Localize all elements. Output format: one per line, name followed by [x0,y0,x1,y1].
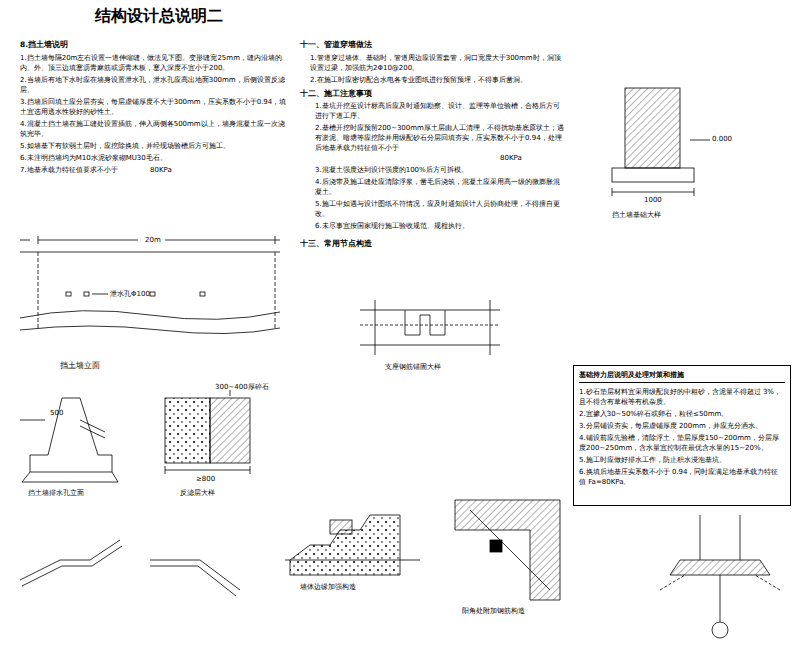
note-text: 4.后浇带及施工缝处应清除浮浆，凿毛后浇筑，混凝土应采用高一级的微膨胀混凝土。 [315,177,565,197]
note-text: 反滤层大样 [180,488,215,498]
note-text: 80KPa [500,153,522,163]
sheet-title: 结构设计总说明二 [95,6,223,26]
note-text: 十三、常用节点构造 [300,239,372,249]
note-text: 挡土墙排水孔立面 [28,488,84,498]
note-text: 5.如墙基下有软弱土层时，应挖除换填，并经现场验槽后方可施工。 [20,141,290,151]
note-text: 3.混凝土强度达到设计强度的100%后方可拆模。 [315,165,565,175]
note-text: 1.挡土墙每隔20m左右设置一道伸缩缝，做法见下图。变形缝宽25mm，缝内沿墙的… [20,53,290,73]
note-text: 阳角处附加钢筋构造 [462,606,525,616]
note-text: 挡土墙基础大样 [612,210,661,220]
note-table-box: 基础持力层说明及处理对策和措施 1.砂石垫层材料宜采用级配良好的中粗砂，含泥量不得… [573,365,791,506]
note-text: 1000 [644,195,662,205]
note-text: 6.未尽事宜按国家现行施工验收规范、规程执行。 [315,221,565,231]
box-note: 3.分层铺设夯实，每层虚铺厚度 200mm，并应充分洒水。 [579,421,785,431]
note-text: 500 [50,408,63,418]
note-text: 十一、管道穿墙做法 [300,40,372,50]
box-note: 6.换填后地基压实系数不小于 0.94，同时应满足地基承载力特征值 Fa=80K… [579,467,785,487]
box-note: 4.铺设前应先验槽，清除浮土，垫层厚度150~200mm，分层厚度200~250… [579,433,785,453]
note-text: 3.挡墙后回填土应分层夯实，每层虚铺厚度不大于300mm，压实系数不小于0.94… [20,97,290,117]
note-text: 5.施工中如遇与设计图纸不符情况，应及时通知设计人员协商处理，不得擅自更改。 [315,199,565,219]
note-text: 2.在施工时应密切配合水电各专业图纸进行预留预埋，不得事后凿洞。 [310,75,565,85]
note-text: 6.未注明挡墙均为M10水泥砂浆砌MU30毛石。 [20,153,290,163]
note-text: 2.当墙后有地下水时应在墙身设置泄水孔，泄水孔应高出地面300mm，后侧设置反滤… [20,75,290,95]
box-heading: 基础持力层说明及处理对策和措施 [579,370,785,383]
note-text: 挡土墙立面 [60,360,100,371]
note-text: 0.000 [712,134,732,144]
note-text: 7.地基承载力特征值要求不小于 [20,165,150,175]
note-text: 2.基槽开挖时应预留200~300mm厚土层由人工清理，不得扰动基底原状土；遇有… [315,123,565,153]
note-text: 泄水孔Φ100 [110,289,150,299]
note-text: 8.挡土墙说明 [20,40,68,50]
note-text: 墙体边缘加强构造 [300,582,356,592]
note-text: 4.混凝土挡土墙在施工缝处设置插筋，伸入两侧各500mm以上，墙身混凝土应一次浇… [20,119,290,139]
note-text: ≥800 [196,474,215,484]
note-text: 十二、施工注意事项 [300,89,372,99]
note-text: 80KPa [150,165,172,175]
box-note: 5.施工时应做好排水工作，防止积水浸泡基坑。 [579,455,785,465]
note-text: 1.基坑开挖至设计标高后应及时通知勘察、设计、监理等单位验槽，合格后方可进行下道… [315,101,565,121]
note-text: 300~400厚碎石 [215,382,269,392]
box-note: 2.宜掺入30~50%碎石或卵石，粒径≤50mm。 [579,409,785,419]
box-note: 1.砂石垫层材料宜采用级配良好的中粗砂，含泥量不得超过 3%，且不得含有草根等有… [579,387,785,407]
note-text: 1.管道穿过墙体、基础时，管道周边应设置套管，洞口宽度大于300mm时，洞顶设置… [310,53,565,73]
note-text: 20m [145,235,161,245]
note-text: 支座钢筋锚固大样 [385,362,441,372]
